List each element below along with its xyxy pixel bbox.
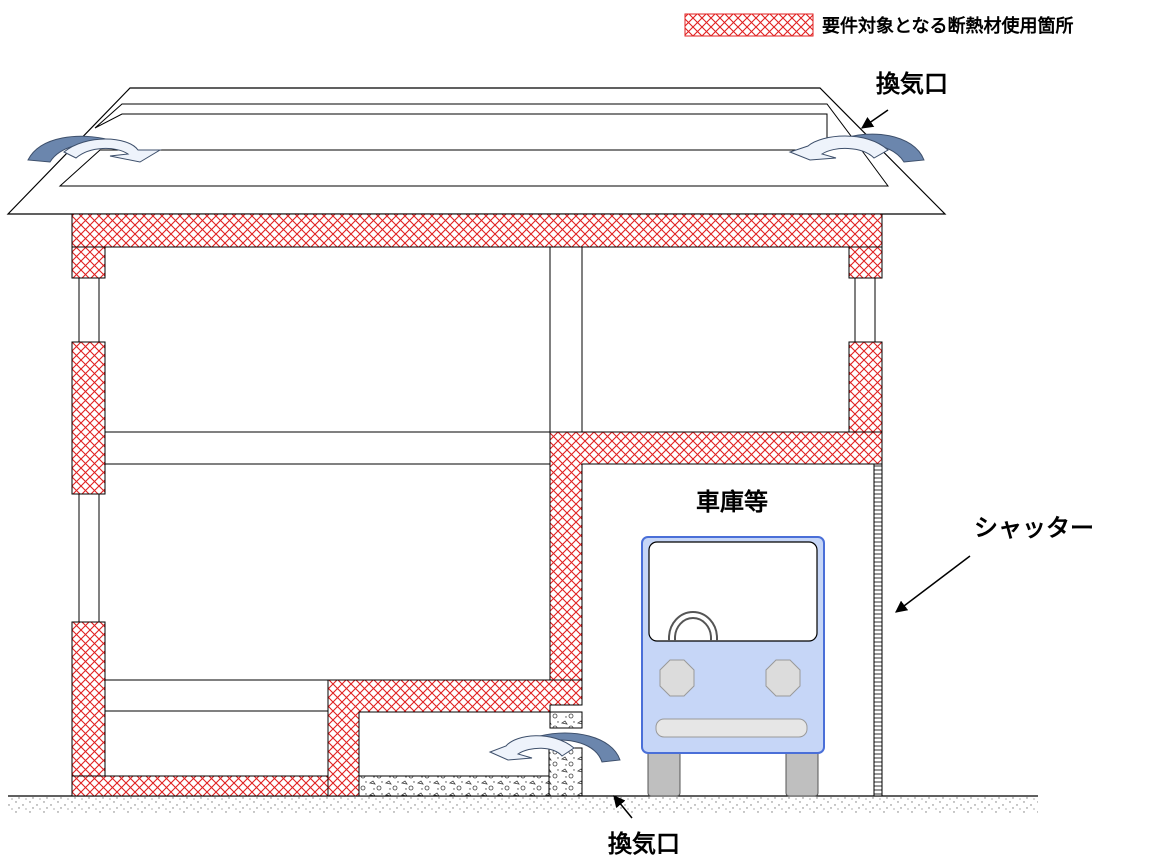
foundation-concrete — [358, 775, 550, 797]
intermediate-floor — [104, 431, 551, 465]
roof-attic-inner — [58, 103, 889, 187]
label-vent-roof: 換気口 — [876, 70, 948, 98]
foundation-block-right — [548, 747, 583, 797]
legend: 要件対象となる断熱材使用箇所 — [684, 13, 1073, 37]
vehicle — [641, 536, 825, 797]
label-vent-floor: 換気口 — [608, 830, 680, 858]
pointer-arrow-shutter — [895, 555, 971, 613]
airflow-light-icon — [488, 735, 575, 761]
airflow-floor — [488, 732, 621, 763]
ground — [8, 796, 1038, 814]
vehicle-headlight-left — [659, 659, 695, 697]
ceiling-insulation — [71, 213, 883, 248]
airflow-roof-left — [27, 135, 162, 163]
left-window-lower — [78, 493, 100, 623]
airflow-roof-right — [788, 133, 925, 163]
bottom-floor-insulation — [71, 775, 329, 797]
left-wall-insulation-mid — [71, 341, 106, 495]
vehicle-wheel-left — [647, 747, 681, 797]
airflow-light-icon — [63, 138, 162, 163]
vehicle-headlight-right — [765, 659, 801, 697]
left-wall-insulation-bottom — [71, 621, 106, 797]
airflow-light-icon — [788, 135, 889, 161]
pointer-arrow-roof-vent — [861, 109, 889, 129]
storage-area — [104, 679, 329, 777]
vehicle-windshield — [648, 541, 818, 642]
left-window-upper — [78, 277, 100, 343]
steering-wheel-icon — [668, 611, 718, 641]
roof — [6, 87, 947, 215]
left-wall-insulation-top — [71, 246, 106, 279]
vehicle-wheel-right — [785, 747, 819, 797]
legend-label: 要件対象となる断熱材使用箇所 — [822, 15, 1073, 37]
vehicle-bumper — [655, 718, 808, 738]
right-wall-insulation-mid — [848, 341, 883, 433]
right-wall-insulation-top — [848, 246, 883, 279]
pointer-arrow-floor-vent — [613, 795, 633, 819]
foundation-block-small — [549, 711, 583, 729]
label-shutter: シャッター — [974, 514, 1094, 542]
interior-partition — [549, 246, 583, 433]
label-garage: 車庫等 — [696, 488, 768, 516]
right-window — [854, 277, 876, 343]
legend-hatch-swatch — [684, 13, 814, 37]
garage-shutter — [873, 463, 883, 797]
